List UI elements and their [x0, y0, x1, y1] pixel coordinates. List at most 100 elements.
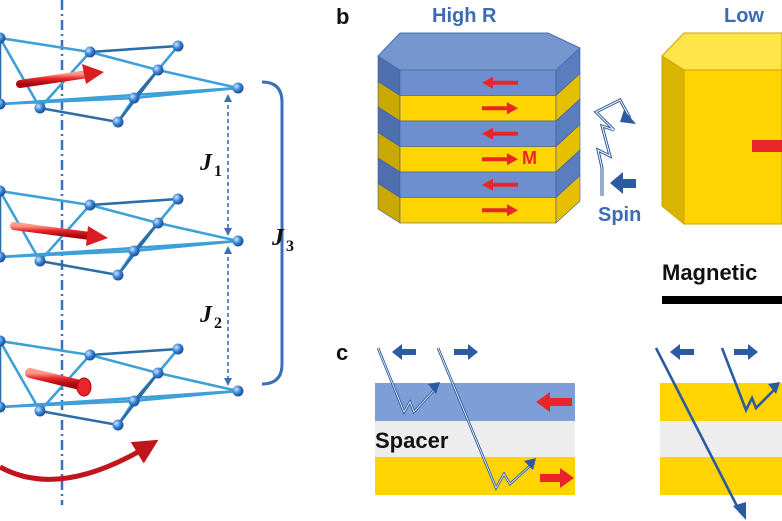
electron-passing-head	[733, 502, 746, 520]
moment-arrow-top	[16, 64, 104, 88]
lattice-node	[84, 199, 96, 211]
high-r-stack: M	[377, 32, 581, 224]
lattice-bond	[0, 249, 135, 259]
lattice-node	[112, 419, 124, 431]
lattice-node	[232, 235, 244, 247]
j3-bracket	[261, 80, 284, 386]
rotation-arrow	[0, 439, 159, 482]
low-r-title: Low	[724, 5, 764, 27]
top-layer-moment-arrow	[536, 392, 572, 412]
stack-moment-arrow	[482, 102, 518, 115]
lattice-node	[84, 349, 96, 361]
lattice-node	[0, 251, 6, 263]
lattice-bond	[157, 371, 239, 393]
lattice-bond	[0, 36, 91, 54]
lattice-node	[112, 116, 124, 128]
panel-b: b High R Low M Spin Magnetic	[336, 4, 782, 304]
bottom-layer-moment-arrow	[540, 468, 574, 488]
lattice-node	[128, 245, 140, 257]
lattice-bond	[89, 50, 159, 72]
electron-path-reflected-inner	[377, 347, 437, 413]
stack-layer-blue	[399, 171, 557, 198]
stack-layer-yellow	[399, 95, 557, 122]
lattice-bond	[157, 68, 239, 90]
spin-polarization-arrow	[670, 344, 694, 360]
stack-moment-arrow	[482, 204, 518, 217]
lattice-bond	[0, 340, 42, 412]
electron-transmitted-head	[524, 458, 536, 470]
low-r-moment-arrow	[752, 140, 782, 152]
electron-path-passing	[654, 347, 742, 513]
lattice-node	[112, 269, 124, 281]
electron-path-transmitted-inner	[437, 347, 533, 489]
lattice-node	[0, 32, 6, 44]
lattice-node	[152, 64, 164, 76]
junction-left: Spacer	[375, 344, 575, 495]
lattice-bond	[39, 259, 119, 277]
magnetic-label: Magnetic	[662, 260, 757, 285]
spin-zigzag-inner	[595, 99, 631, 196]
panel-c-label: c	[336, 340, 348, 365]
stack-layer-yellow	[399, 197, 557, 224]
electron-path-right-reflected	[720, 347, 777, 414]
lattice-bond	[89, 353, 159, 375]
lattice-bond	[0, 37, 42, 109]
lattice-bond	[39, 106, 119, 124]
spin-arrowhead	[620, 110, 636, 124]
stack-layer-blue	[399, 69, 557, 96]
lattice-bond	[89, 197, 179, 207]
stack-moment-arrow	[482, 76, 518, 89]
stack-moment-arrow	[482, 127, 518, 140]
lattice-bond	[89, 347, 179, 357]
lattice-node	[34, 102, 46, 114]
low-r-block	[661, 32, 782, 226]
spin-polarization-arrow	[734, 344, 758, 360]
lattice-bond	[0, 399, 135, 409]
stack-top-face	[377, 32, 581, 71]
high-r-title: High R	[432, 5, 497, 27]
spin-polarization-arrow	[392, 344, 416, 360]
lattice-bond	[89, 44, 179, 54]
lattice-node	[172, 40, 184, 52]
lattice-node	[84, 46, 96, 58]
lattice-node	[34, 255, 46, 267]
spin-label: Spin	[598, 204, 641, 226]
lattice-bond	[0, 96, 135, 106]
stack-moment-arrow	[482, 178, 518, 191]
m-label: M	[522, 148, 537, 168]
panel-b-label: b	[336, 4, 349, 29]
lattice-node	[232, 82, 244, 94]
lattice-node	[172, 343, 184, 355]
lattice-bond	[39, 409, 119, 427]
spin-polarization-arrow	[454, 344, 478, 360]
junction-right	[654, 344, 782, 520]
moment-arrow-middle	[10, 222, 108, 246]
spin-incoming-arrow	[610, 172, 636, 194]
lattice-layer-2	[0, 185, 244, 281]
lattice-layers	[0, 32, 244, 431]
lattice-node	[0, 98, 6, 110]
layer-spacer-right	[660, 421, 782, 457]
panel-c: c Spacer	[336, 340, 782, 520]
lattice-node	[34, 405, 46, 417]
lattice-node	[0, 185, 6, 197]
lattice-node	[172, 193, 184, 205]
lattice-node	[0, 401, 6, 413]
electron-right-reflected-head	[768, 382, 780, 394]
lattice-bond	[0, 189, 91, 207]
lattice-node	[152, 367, 164, 379]
lattice-bond	[89, 203, 159, 225]
stack-layer-blue	[399, 120, 557, 147]
lattice-bond	[0, 339, 91, 357]
stack-moment-arrow	[482, 153, 518, 166]
spacer-label: Spacer	[375, 428, 449, 453]
lattice-layer-3	[0, 335, 244, 431]
stack-layer-right-face	[555, 174, 581, 224]
lattice-node	[128, 92, 140, 104]
lattice-node	[152, 217, 164, 229]
moment-arrow-bottom	[25, 368, 92, 397]
